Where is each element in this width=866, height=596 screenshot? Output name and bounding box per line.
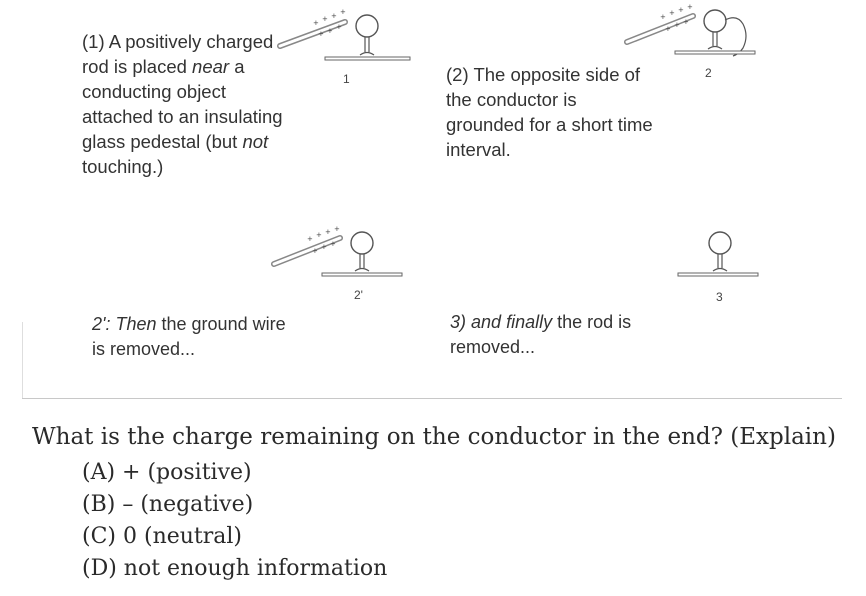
figure-label-3: 3 (716, 290, 723, 304)
choice-b: (B) – (negative) (82, 492, 254, 517)
svg-text:+: + (307, 235, 313, 243)
panel-3-prefix: 3) (450, 312, 467, 332)
charged-rod (277, 19, 348, 49)
insulating-pedestal (321, 254, 403, 277)
section-divider (22, 398, 842, 399)
figure-label-2: 2 (705, 66, 712, 80)
svg-text:+: + (669, 9, 675, 17)
insulating-pedestal (674, 32, 756, 55)
choice-a: (A) + (positive) (82, 460, 252, 485)
conducting-sphere (355, 14, 379, 38)
panel-2-prime-text: the ground wire is removed... (92, 314, 286, 359)
conducting-sphere (703, 9, 727, 33)
svg-text:+: + (313, 19, 319, 27)
svg-text:+: + (316, 231, 322, 239)
svg-text:+: + (687, 3, 693, 11)
insulating-pedestal (324, 37, 411, 61)
panel-3-description: 3) and finally the rod is removed... (450, 310, 660, 360)
rod-plus-charges: ++++ +++ (313, 8, 346, 38)
svg-text:+: + (327, 27, 333, 35)
figure-label-1: 1 (343, 72, 350, 86)
diagram-1: ++++ +++ (277, 8, 411, 61)
diagram-2-prime: ++++ +++ (271, 225, 403, 277)
svg-text:+: + (312, 247, 318, 255)
svg-text:+: + (325, 228, 331, 236)
svg-text:+: + (331, 12, 337, 20)
svg-text:+: + (318, 30, 324, 38)
panel-1-text-b: a conducting object attached to an insul… (82, 56, 283, 152)
panel-1-number: (1) (82, 31, 105, 52)
panel-1-text-c: touching.) (82, 156, 164, 177)
svg-text:+: + (674, 21, 680, 29)
panel-2-prime-description: 2': Then the ground wire is removed... (92, 312, 302, 362)
conducting-sphere (708, 231, 732, 255)
panel-3-text: the rod is removed... (450, 312, 632, 357)
svg-text:+: + (322, 15, 328, 23)
svg-text:+: + (336, 23, 342, 31)
panel-2-number: (2) (446, 64, 469, 85)
svg-text:+: + (665, 25, 671, 33)
svg-text:+: + (321, 243, 327, 251)
choice-d: (D) not enough information (82, 556, 388, 581)
panel-1-text-near: near (192, 56, 230, 77)
svg-text:+: + (660, 13, 666, 21)
svg-text:+: + (330, 240, 336, 248)
insulating-pedestal (677, 254, 759, 277)
figure-label-2-prime: 2' (354, 288, 363, 302)
diagram-2: ++++ +++ (624, 3, 756, 57)
panel-2-text: The opposite side of the conductor is gr… (446, 64, 653, 160)
svg-text:+: + (678, 6, 684, 14)
svg-text:+: + (340, 8, 346, 16)
diagram-3 (677, 231, 759, 277)
answer-choices: (A) + (positive) (B) – (negative) (C) 0 … (82, 457, 387, 585)
panel-left-border (22, 322, 23, 398)
panel-3-and-finally: and finally (471, 312, 553, 332)
rod-plus-charges: ++++ +++ (660, 3, 693, 33)
question-text: What is the charge remaining on the cond… (32, 424, 836, 450)
panel-1-text-not: not (242, 131, 269, 152)
charged-rod (624, 13, 696, 45)
panel-2-prime-prefix: 2': (92, 314, 111, 334)
conducting-sphere (350, 231, 374, 255)
charged-rod (271, 235, 343, 267)
svg-text:+: + (683, 18, 689, 26)
panel-1-description: (1) A positively charged rod is placed n… (82, 29, 287, 179)
panel-1-text-a: A positively charged rod is placed (82, 31, 274, 77)
rod-plus-charges: ++++ +++ (307, 225, 340, 255)
ground-wire (724, 17, 747, 57)
choice-c: (C) 0 (neutral) (82, 524, 243, 549)
svg-text:+: + (334, 225, 340, 233)
panel-2-prime-then: Then (115, 314, 157, 334)
panel-2-description: (2) The opposite side of the conductor i… (446, 62, 656, 162)
